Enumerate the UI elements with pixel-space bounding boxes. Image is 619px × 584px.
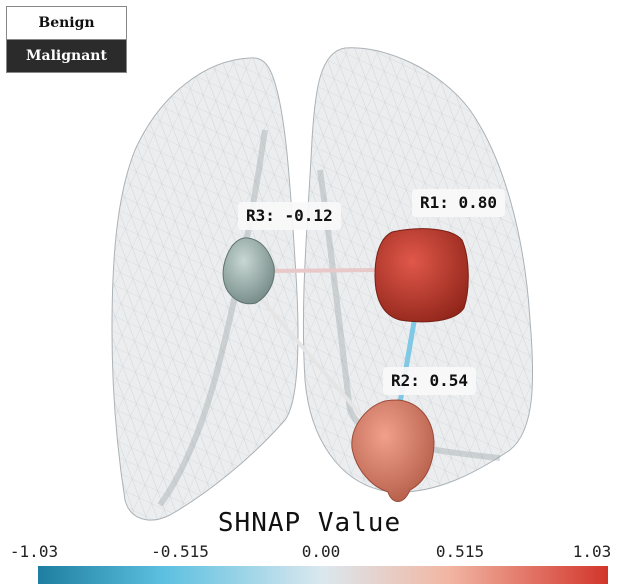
region-r1-nodule[interactable] [374, 228, 469, 323]
colorbar-title: SHNAP Value [217, 508, 402, 538]
region-r2-nodule[interactable] [351, 399, 435, 502]
colorbar-tick-zero: 0.00 [301, 542, 341, 561]
colorbar-tick-min: -1.03 [9, 542, 59, 561]
malignant-option[interactable]: Malignant [7, 40, 126, 72]
colorbar [38, 566, 608, 584]
connection-r3-r1 [267, 268, 381, 273]
class-legend: Benign Malignant [6, 6, 127, 73]
region-r3-nodule[interactable] [222, 237, 275, 305]
colorbar-tick-max: 1.03 [572, 542, 612, 561]
region-r2-label: R2: 0.54 [383, 367, 477, 395]
left-lung [111, 57, 299, 521]
colorbar-tick-neg-half: -0.515 [151, 542, 209, 561]
colorbar-tick-pos-half: 0.515 [435, 542, 485, 561]
connection-r3-r2 [260, 298, 374, 430]
benign-option[interactable]: Benign [7, 7, 126, 40]
region-r1-label: R1: 0.80 [412, 189, 506, 217]
region-r3-label: R3: -0.12 [238, 202, 341, 230]
